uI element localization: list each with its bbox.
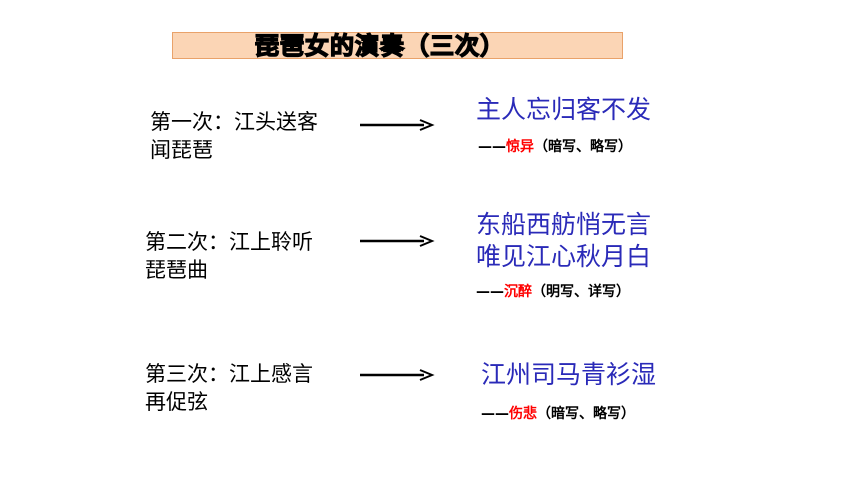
title-banner xyxy=(172,32,623,59)
row-2-label-line-1: 第二次：江上聆听 xyxy=(145,230,313,254)
row-2-comment: ——沉醉（明写、详写） xyxy=(476,282,630,302)
row-3-quote: 江州司马青衫湿 xyxy=(481,359,656,391)
row-3-arrow-icon xyxy=(360,369,435,381)
row-3-label: 第三次：江上感言 再促弦 xyxy=(145,360,313,416)
row-3-comment: ——伤悲（暗写、略写） xyxy=(481,404,635,424)
row-1-label-line-1: 第一次：江头送客 xyxy=(150,110,318,134)
row-1-label: 第一次：江头送客 闻琵琶 xyxy=(150,108,318,164)
row-1-quote-line-1: 主人忘归客不发 xyxy=(476,95,652,124)
row-1-quote: 主人忘归客不发 xyxy=(476,94,651,126)
row-2-label-line-2: 琵琶曲 xyxy=(145,258,208,282)
row-3-quote-line-1: 江州司马青衫湿 xyxy=(481,360,657,389)
row-2-keyword: 沉醉 xyxy=(504,284,532,300)
row-2-quote: 东船西舫悄无言 唯见江心秋月白 xyxy=(476,209,651,273)
row-3-note: （暗写、略写） xyxy=(537,406,635,422)
row-1-label-line-2: 闻琵琶 xyxy=(150,138,213,162)
row-3-dash: —— xyxy=(481,406,509,422)
row-1-comment: ——惊异（暗写、略写） xyxy=(478,137,632,157)
row-2-quote-line-2: 唯见江心秋月白 xyxy=(476,242,652,271)
row-1-arrow-icon xyxy=(360,119,435,131)
row-2-dash: —— xyxy=(476,284,504,300)
row-1-note: （暗写、略写） xyxy=(534,139,632,155)
slide-title: 琵琶女的演奏（三次） xyxy=(254,31,505,60)
row-3-label-line-2: 再促弦 xyxy=(145,390,208,414)
row-1-keyword: 惊异 xyxy=(506,139,534,155)
row-3-keyword: 伤悲 xyxy=(509,406,537,422)
row-1-dash: —— xyxy=(478,139,506,155)
row-2-note: （明写、详写） xyxy=(532,284,630,300)
row-3-label-line-1: 第三次：江上感言 xyxy=(145,362,313,386)
row-2-arrow-icon xyxy=(360,235,435,247)
row-2-label: 第二次：江上聆听 琵琶曲 xyxy=(145,228,313,284)
row-2-quote-line-1: 东船西舫悄无言 xyxy=(476,210,652,239)
